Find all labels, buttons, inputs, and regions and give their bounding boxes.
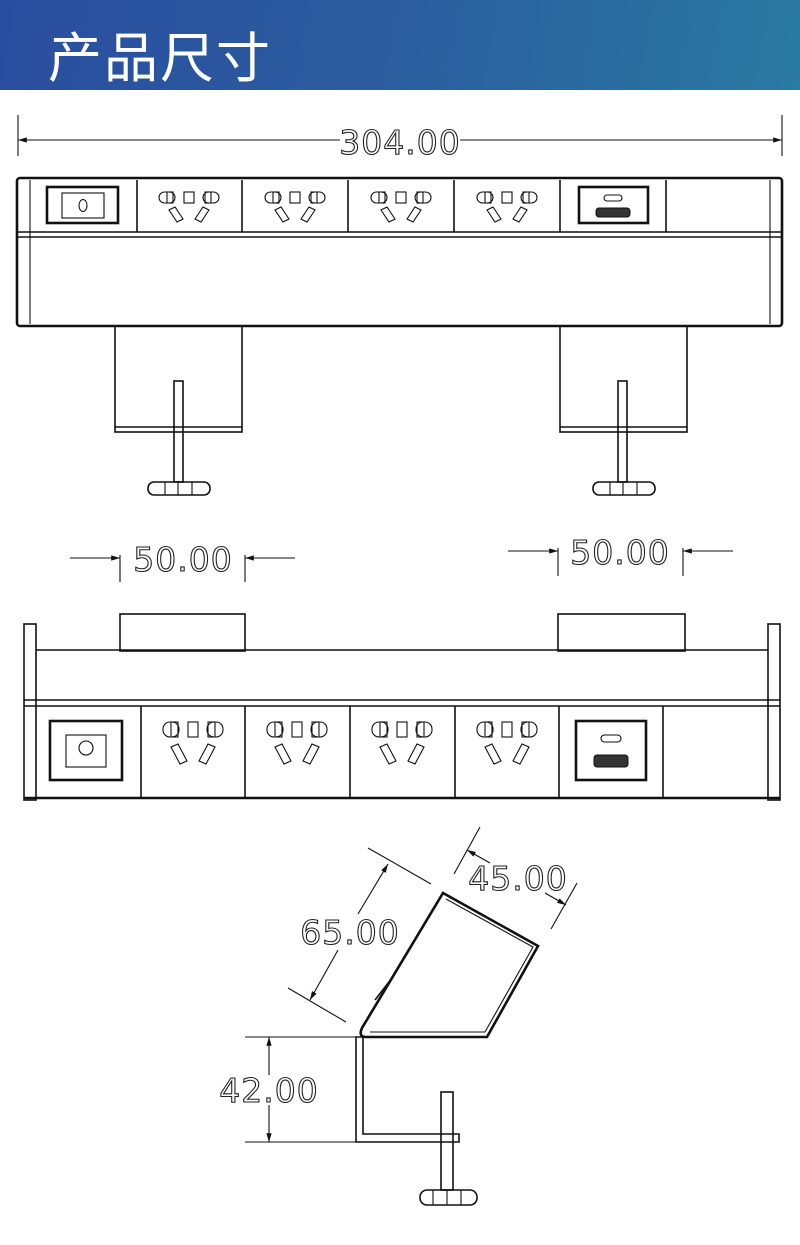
outlet-2 — [264, 191, 326, 223]
front-outlet-4 — [476, 721, 538, 765]
top-view: 304.00 — [15, 115, 784, 496]
outlet-4 — [476, 191, 538, 223]
usb-module — [577, 185, 650, 225]
left-clamp-width-label: 50.00 — [133, 540, 232, 579]
right-clamp-width-label: 50.00 — [570, 533, 669, 572]
clamp-knob — [419, 1189, 478, 1206]
front-outlet-2 — [266, 721, 328, 765]
front-view — [23, 613, 781, 801]
total-length-dimension: 304.00 — [17, 115, 783, 163]
left-clamp-dimension: 50.00 — [70, 539, 295, 582]
total-length-label: 304.00 — [339, 123, 460, 162]
front-power-switch — [48, 719, 124, 782]
front-outlet-1 — [162, 721, 224, 765]
side-view: 42.00 65.00 45.00 — [219, 826, 578, 1206]
side-top-width-dimension: 45.00 — [453, 826, 578, 930]
right-clamp — [559, 325, 688, 496]
strip-body — [15, 176, 784, 328]
outlet-1 — [158, 191, 220, 223]
front-outlet-3 — [371, 721, 433, 765]
page-title: 产品尺寸 — [48, 27, 272, 90]
front-usb-module — [574, 719, 648, 782]
clamp-bracket — [355, 1036, 460, 1143]
clamp-screw — [440, 1091, 454, 1191]
power-switch — [45, 185, 120, 225]
clamp-height-label: 42.00 — [219, 1071, 318, 1110]
side-depth-dimension: 65.00 — [287, 847, 432, 1023]
right-clamp-dimension: 50.00 — [508, 532, 733, 576]
side-top-width-label: 45.00 — [468, 859, 567, 898]
left-clamp — [114, 325, 243, 496]
side-depth-label: 65.00 — [300, 913, 399, 952]
outlet-3 — [370, 191, 432, 223]
clamp-height-dimension: 42.00 — [219, 1036, 356, 1143]
header-banner: 产品尺寸 — [0, 0, 800, 90]
